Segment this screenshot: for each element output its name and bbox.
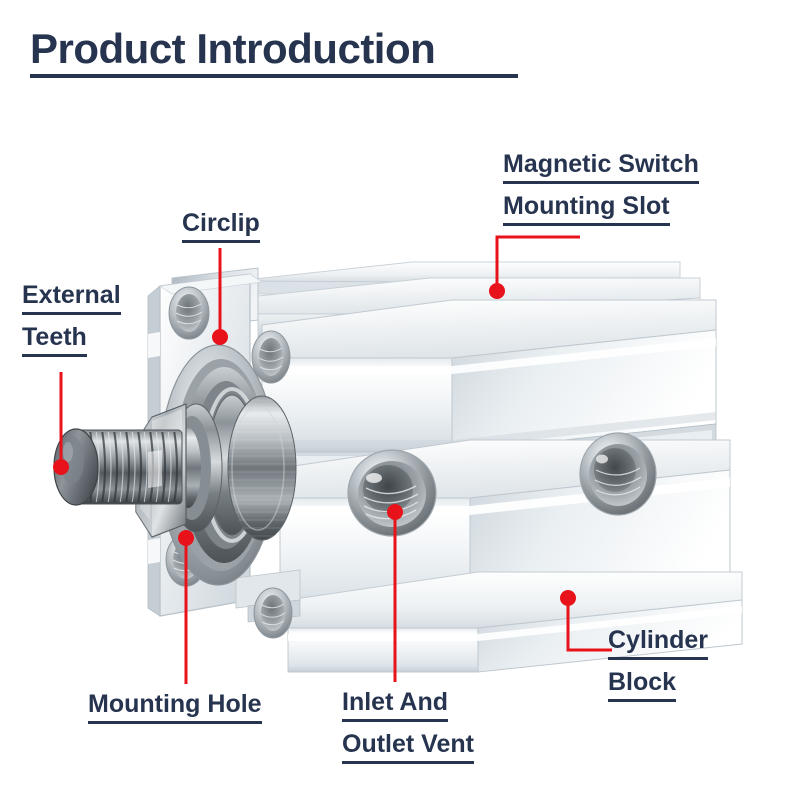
rod-highlight <box>148 450 162 488</box>
magnetic-switch-slot-group <box>235 261 701 339</box>
mounting-hole-top-right <box>251 330 291 384</box>
leader-dots <box>53 283 576 606</box>
inlet-outlet-vent-side <box>579 432 657 516</box>
external-teeth-threaded-rod <box>53 428 183 506</box>
mounting-hole-top-left <box>168 286 210 340</box>
page-title-underline <box>30 74 518 79</box>
circlip-recess <box>159 344 277 586</box>
callout-line: Mounting Slot <box>503 194 670 226</box>
leader-cylinder-block <box>566 598 612 652</box>
dot-mounting-hole <box>178 530 194 546</box>
dot-external-teeth <box>53 459 69 475</box>
page-title-block: Product Introduction <box>30 25 530 79</box>
callout-line: External <box>22 283 121 315</box>
end-cap-plate <box>147 267 301 623</box>
hex-nut <box>135 403 187 538</box>
callout-line: Outlet Vent <box>342 732 474 764</box>
page-title: Product Introduction <box>30 25 436 72</box>
callout-external-teeth: External Teeth <box>22 283 121 357</box>
callout-line: Inlet And <box>342 690 449 722</box>
callout-circlip: Circlip <box>182 211 260 243</box>
piston-knurled-guide <box>227 395 297 541</box>
leader-magnetic-switch <box>495 235 580 291</box>
callout-line: Teeth <box>22 325 87 357</box>
circlip-ring <box>202 387 262 543</box>
callout-mounting-hole: Mounting Hole <box>88 692 262 724</box>
dot-inlet-outlet-vent <box>387 504 403 520</box>
callout-cylinder-block: Cylinder Block <box>608 628 709 702</box>
dot-circlip <box>212 329 228 345</box>
callout-line: Cylinder <box>608 628 709 660</box>
cylinder-mid-groove <box>261 423 717 481</box>
dot-magnetic-switch <box>489 283 505 299</box>
cylinder-block-main <box>279 439 731 613</box>
cylinder-block-upper <box>261 299 717 453</box>
callout-line: Magnetic Switch <box>503 152 699 184</box>
callout-line: Circlip <box>182 211 260 243</box>
dot-cylinder-block <box>560 590 576 606</box>
mounting-hole-bottom-right <box>253 587 293 639</box>
callout-inlet-and-outlet-vent: Inlet And Outlet Vent <box>342 690 474 764</box>
leader-lines <box>59 235 612 684</box>
mounting-hole-bottom-left <box>165 533 207 587</box>
callout-line: Block <box>608 670 677 702</box>
piston-step <box>169 403 223 533</box>
callout-magnetic-switch-mounting-slot: Magnetic Switch Mounting Slot <box>503 152 699 226</box>
inlet-outlet-vent-front <box>347 449 437 537</box>
callout-line: Mounting Hole <box>88 692 262 724</box>
